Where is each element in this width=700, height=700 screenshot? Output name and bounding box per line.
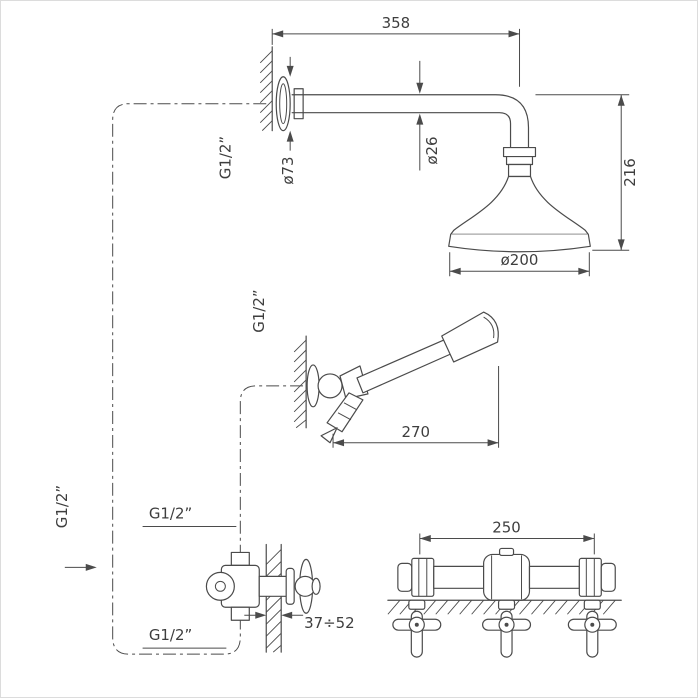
thread-inlet-label: G1/2” — [149, 505, 192, 523]
mixer-inlet-port — [230, 551, 250, 566]
dim-arm-diameter-label: ø26 — [423, 136, 441, 164]
mixer-spindle — [258, 575, 290, 597]
dim-head-diameter: ø200 — [449, 251, 590, 277]
thread-handset-holder-label: G1/2” — [250, 289, 268, 332]
center-cap — [498, 547, 515, 557]
center-body — [483, 553, 531, 601]
thread-supply-callout: G1/2” — [53, 485, 97, 571]
left-union-nut — [411, 557, 435, 597]
holder-wall-plate — [306, 364, 320, 408]
head-neck — [507, 163, 532, 178]
cross-handle-right — [567, 599, 617, 658]
thread-outlet-callout: G1/2” — [142, 626, 227, 649]
pipe-centerline — [112, 103, 307, 655]
handle-escutcheon — [285, 567, 295, 605]
left-tube — [433, 565, 485, 589]
handshower-handle — [356, 339, 452, 394]
dim-wall-thickness-label: 37÷52 — [304, 614, 355, 632]
handshower-head — [441, 311, 499, 363]
holder-cup — [339, 365, 369, 400]
dim-arm-diameter: ø26 — [416, 60, 441, 171]
wall-flange — [275, 76, 291, 132]
thread-arm-label: G1/2” — [216, 136, 234, 179]
right-tube — [528, 565, 580, 589]
overhead-shower — [275, 76, 591, 253]
head-union-nut — [502, 146, 537, 158]
thread-inlet-callout: G1/2” — [142, 505, 237, 527]
arm-wall-nut — [293, 88, 304, 120]
wall-section-top — [259, 46, 273, 132]
mixer-side-view — [205, 551, 321, 621]
hose-nut — [326, 392, 364, 433]
dim-flange-diameter-label: ø73 — [279, 156, 297, 184]
right-end-cap — [600, 562, 616, 592]
dim-arm-length-label: 358 — [382, 14, 411, 32]
thread-outlet-label: G1/2” — [149, 626, 192, 644]
hand-shower — [306, 311, 499, 444]
dim-flange-diameter: ø73 — [279, 56, 297, 185]
dim-mixer-width: 250 — [419, 518, 595, 555]
shower-head-rim — [448, 234, 591, 253]
dim-head-height-label: 216 — [621, 158, 639, 187]
dim-head-height: 216 — [535, 94, 639, 251]
thread-supply-label: G1/2” — [53, 485, 71, 528]
hose-tip — [320, 427, 338, 444]
shower-head-bell — [450, 175, 589, 235]
cross-handle-center — [482, 599, 532, 658]
wall-section-middle — [293, 335, 307, 429]
handle-cap — [311, 577, 321, 595]
dim-head-diameter-label: ø200 — [501, 251, 539, 269]
dim-handshower-length-label: 270 — [402, 423, 431, 441]
cross-handle-left — [392, 599, 442, 658]
dim-wall-thickness: 37÷52 — [244, 611, 355, 632]
mixer-volute — [205, 571, 235, 601]
right-union-nut — [578, 557, 602, 597]
shower-arm — [291, 94, 530, 149]
dim-mixer-width-label: 250 — [492, 518, 521, 536]
left-end-cap — [397, 562, 413, 592]
holder-knob — [317, 373, 343, 399]
dim-handshower-length: 270 — [332, 365, 500, 448]
dim-arm-length: 358 — [271, 14, 521, 87]
mixer-front-view — [387, 547, 622, 658]
mixer-outlet-port — [230, 606, 250, 621]
wall-section-bottom — [265, 543, 282, 653]
